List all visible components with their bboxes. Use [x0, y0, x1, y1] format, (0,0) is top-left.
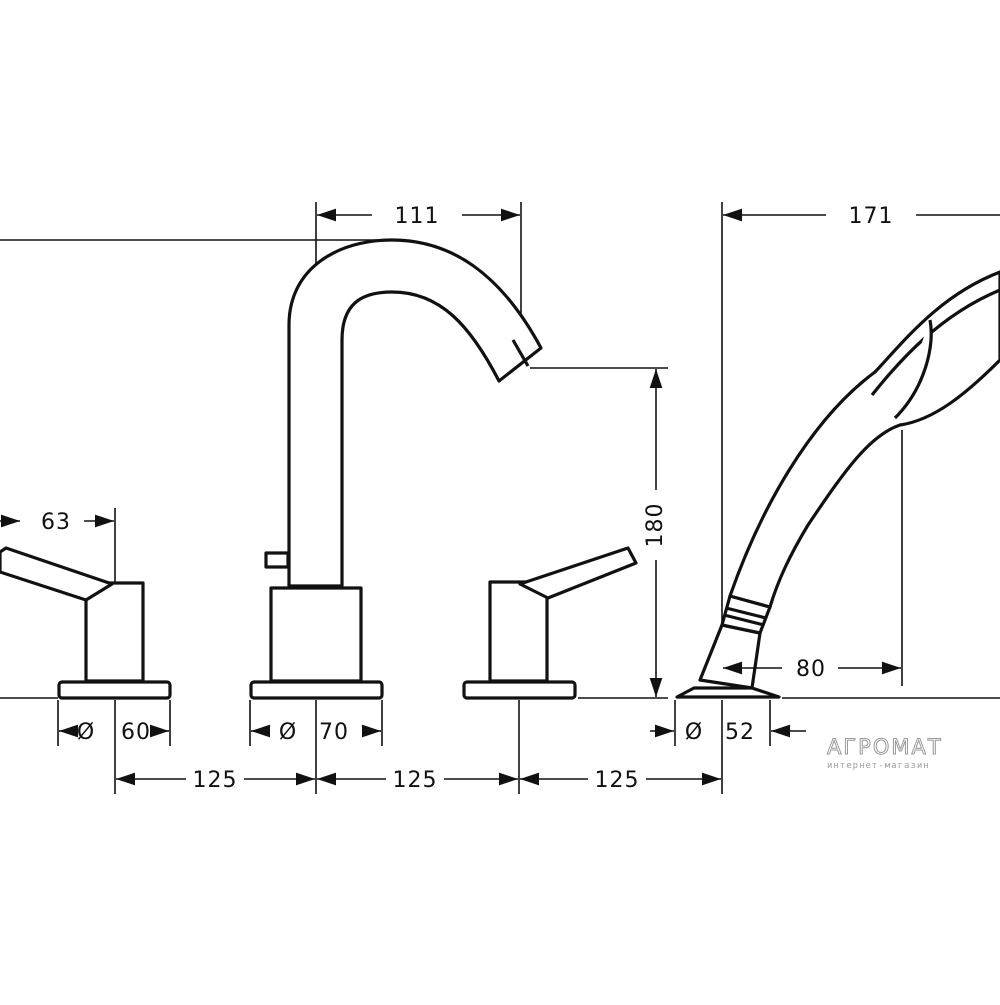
dim-shower-base-diameter: Ø 52 — [650, 720, 806, 745]
label-spout-reach: 111 — [395, 204, 440, 229]
dim-shower-offset: 80 — [723, 657, 901, 682]
watermark-title: АГРОМАТ — [827, 735, 943, 759]
label-spacing-3: 125 — [595, 768, 640, 793]
extension-lines — [0, 202, 1000, 794]
dim-handle-base-diameter: Ø 60 — [59, 720, 169, 745]
label-shower-offset: 80 — [796, 657, 826, 682]
diameter-symbol: Ø — [685, 720, 703, 745]
label-shower-base-diameter: 52 — [725, 720, 755, 745]
dim-spacing-2: 125 — [317, 768, 518, 793]
label-lever-length: 63 — [41, 510, 71, 535]
label-spout-base-diameter: 70 — [319, 720, 349, 745]
dim-spacing-1: 125 — [115, 768, 315, 793]
bath-spout — [249, 238, 543, 700]
dim-spout-base-diameter: Ø 70 — [251, 720, 381, 745]
label-shower-length: 171 — [849, 204, 894, 229]
dim-spout-reach: 111 — [317, 204, 520, 229]
diameter-symbol: Ø — [279, 720, 297, 745]
right-handle-valve — [462, 546, 638, 700]
label-spout-height: 180 — [643, 503, 668, 548]
label-spacing-1: 125 — [193, 768, 238, 793]
hand-shower — [675, 270, 1000, 699]
watermark-logo: АГРОМАТ интернет-магазин — [827, 735, 943, 772]
label-handle-base-diameter: 60 — [121, 720, 151, 745]
diameter-symbol: Ø — [77, 720, 95, 745]
dim-shower-length: 171 — [723, 204, 1000, 229]
dim-spacing-3: 125 — [520, 768, 721, 793]
dim-spout-height: 180 — [643, 369, 668, 697]
label-spacing-2: 125 — [393, 768, 438, 793]
dim-lever-length: 63 — [0, 510, 114, 535]
left-handle-valve — [0, 546, 172, 700]
watermark-subtitle: интернет-магазин — [827, 761, 930, 771]
